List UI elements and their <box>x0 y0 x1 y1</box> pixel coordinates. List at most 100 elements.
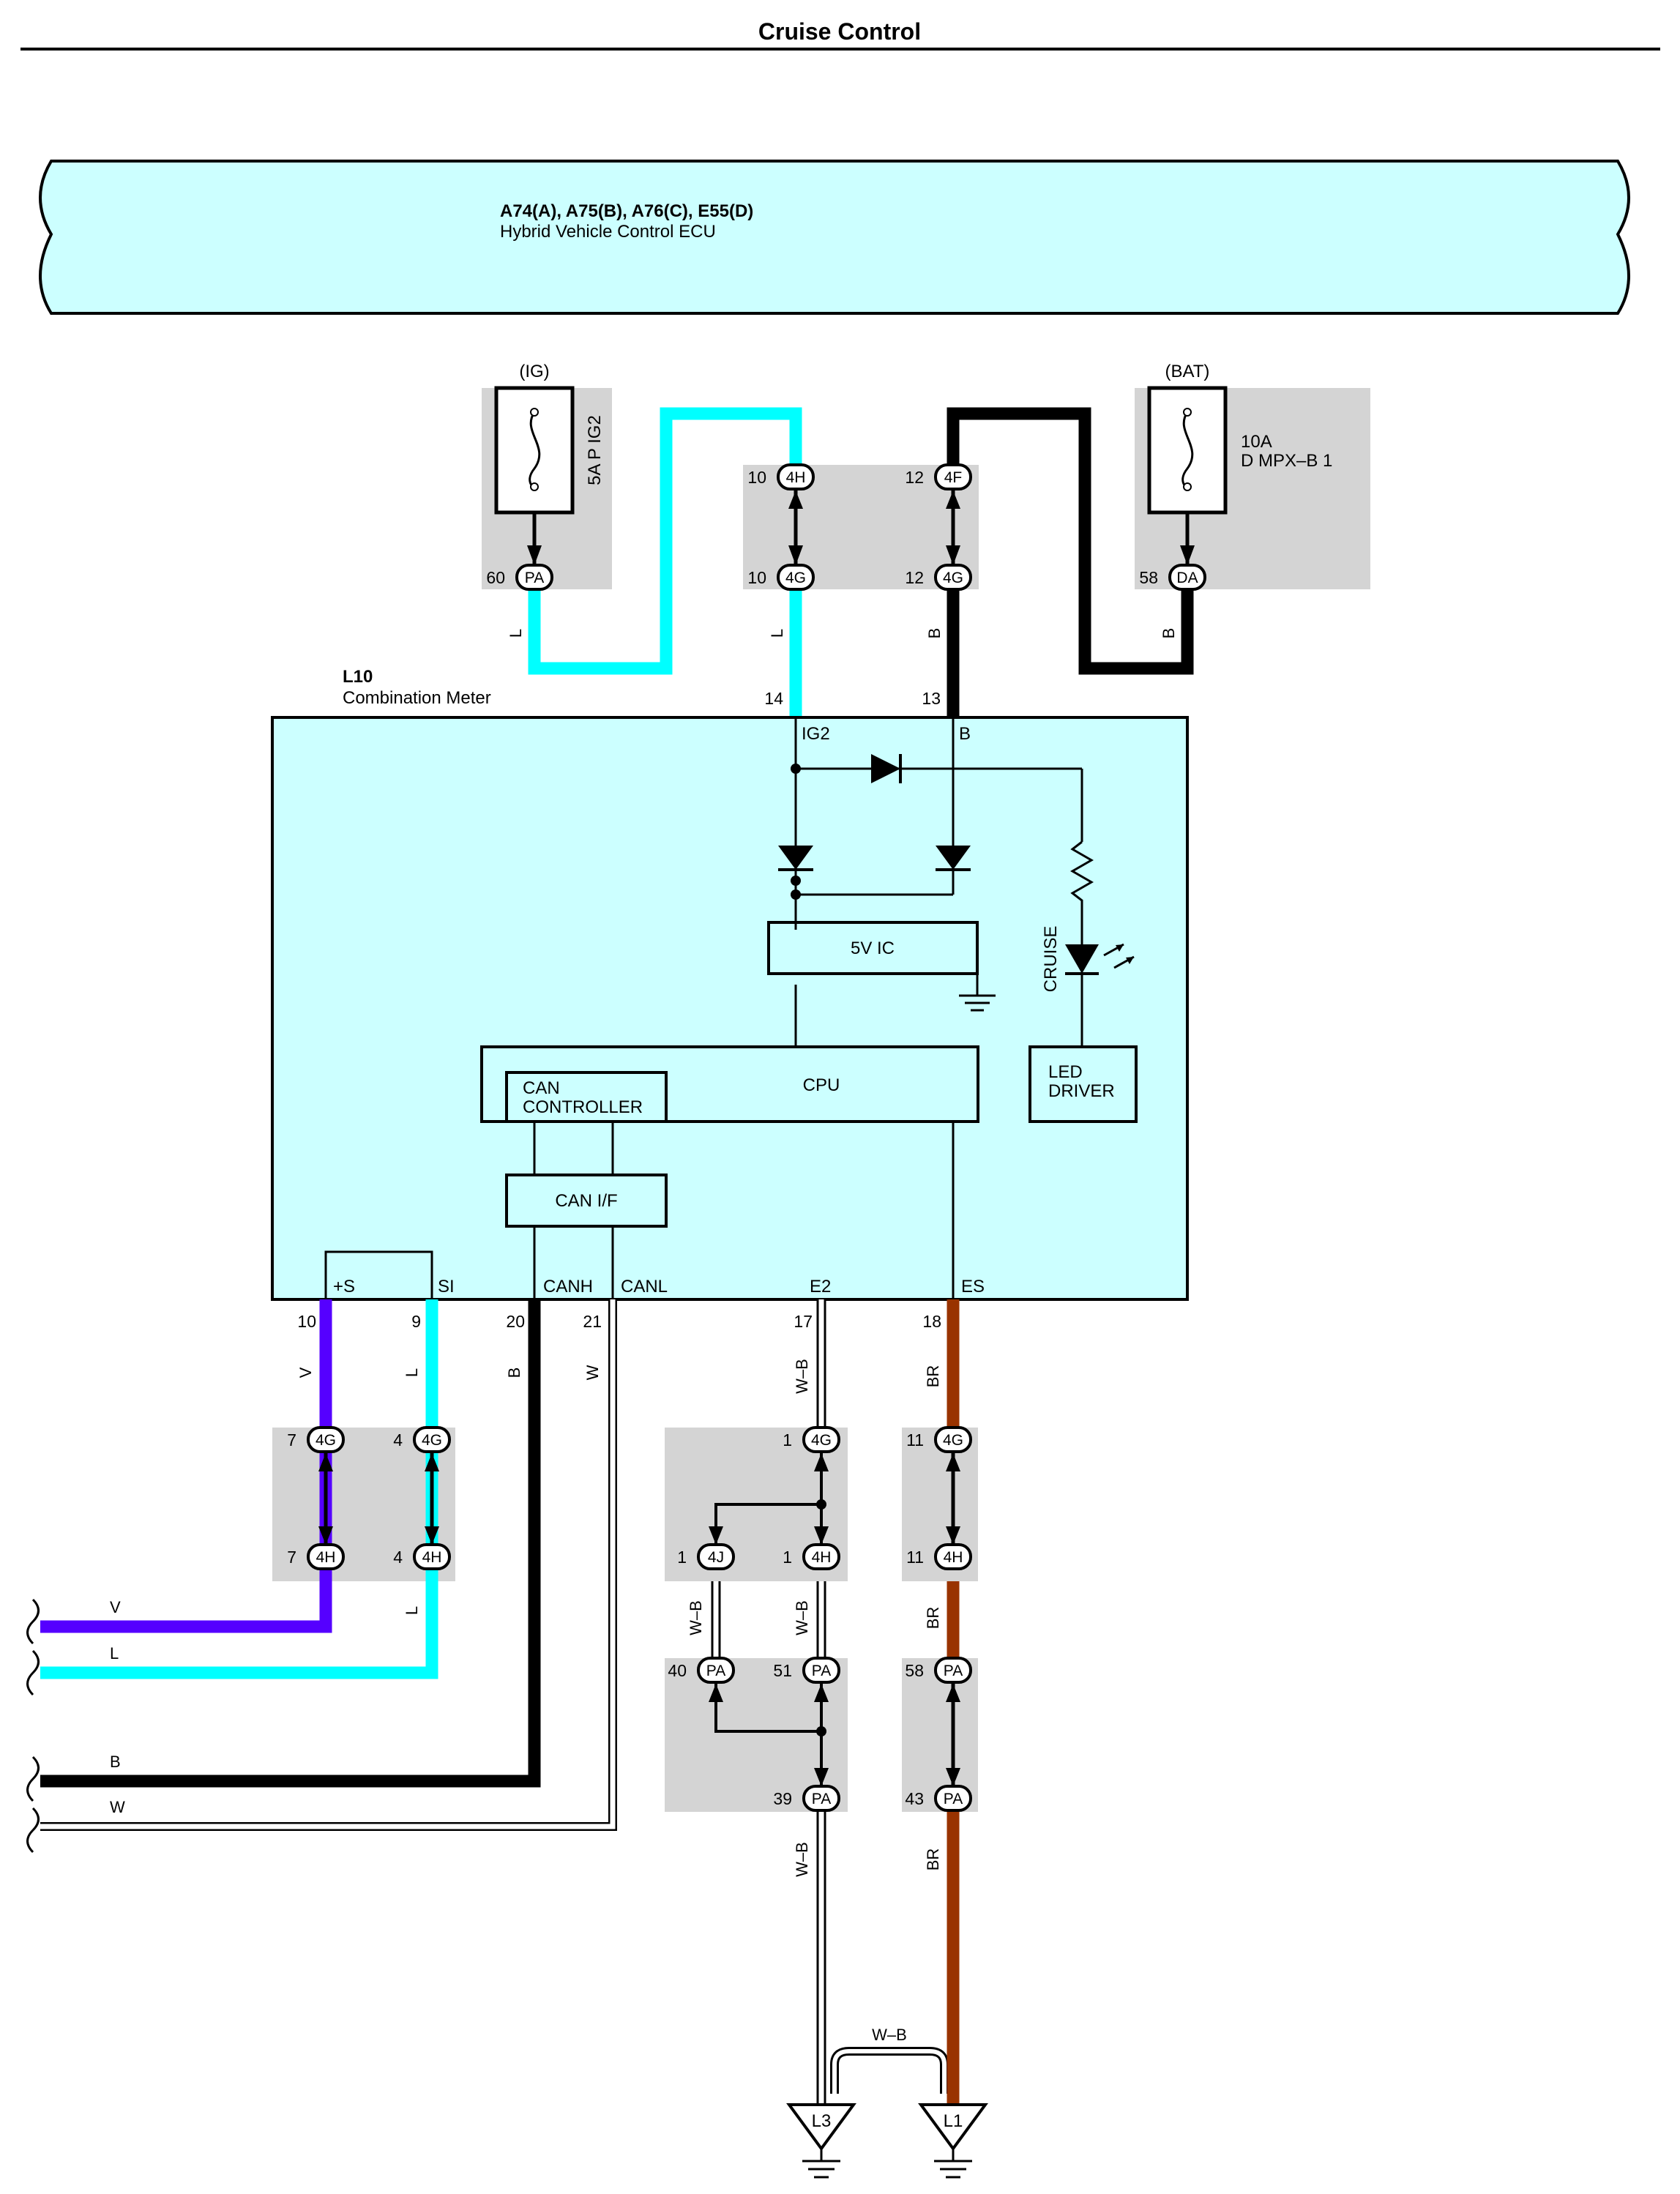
ig2-fuse <box>494 386 575 515</box>
svg-text:12: 12 <box>905 568 924 587</box>
ecu-code: A74(A), A75(B), A76(C), E55(D) <box>500 201 753 221</box>
mpx-b1-fuse-name: D MPX–B 1 <box>1241 451 1332 471</box>
led-driver-block <box>1028 1045 1138 1123</box>
cpu-block <box>480 1045 979 1123</box>
resistor-icon <box>1069 840 1094 944</box>
wire-v-plus-s <box>40 1299 332 1633</box>
fuse-terminal-icon <box>530 482 539 491</box>
can-controller-block <box>505 1071 668 1123</box>
svg-text:4G: 4G <box>422 1432 442 1449</box>
wire-color-label: BR <box>924 1365 942 1388</box>
hybrid-ecu-banner <box>39 160 1630 315</box>
svg-text:4G: 4G <box>943 570 963 586</box>
diode-icon <box>871 754 900 783</box>
pin-10: 10 <box>297 1312 316 1331</box>
wire-color-label: W <box>583 1365 602 1380</box>
junction-dot <box>791 876 801 886</box>
arrow-icon <box>1126 957 1134 964</box>
mpx-b1-fuse-rating: 10A <box>1241 432 1272 452</box>
ground-l1: L1 <box>918 2103 988 2179</box>
mpx-b1-fuse <box>1147 386 1228 515</box>
combination-meter <box>271 716 1189 1301</box>
bat-supply-label: (BAT) <box>1165 362 1210 381</box>
junction-dot <box>791 889 801 900</box>
svg-text:4G: 4G <box>811 1432 832 1449</box>
connector-pa-40: PA 40 <box>668 1657 735 1684</box>
svg-text:PA: PA <box>944 1791 963 1807</box>
terminal-e2: E2 <box>810 1277 831 1296</box>
ground-icon <box>959 994 996 1012</box>
diode-icon <box>778 846 813 870</box>
wire-l-si <box>40 1299 438 1679</box>
can-controller-label: CAN <box>523 1078 560 1098</box>
can-if-block <box>505 1174 668 1228</box>
svg-text:4H: 4H <box>422 1549 442 1566</box>
svg-text:10: 10 <box>747 468 766 487</box>
terminal-canh: CANH <box>543 1277 593 1296</box>
connector-4h-10: 4H 10 <box>747 463 815 490</box>
wire-break-icon <box>26 1598 40 1854</box>
terminal-si: SI <box>438 1277 455 1296</box>
ecu-name: Hybrid Vehicle Control ECU <box>500 222 716 242</box>
pin-21: 21 <box>583 1312 602 1331</box>
terminal-plus-s: +S <box>333 1277 355 1296</box>
wire-color-label: BR <box>924 1607 942 1630</box>
cpu-label: CPU <box>803 1075 840 1095</box>
connector-4g-11: 4G 11 <box>906 1426 972 1453</box>
svg-text:DA: DA <box>1176 570 1198 586</box>
svg-text:PA: PA <box>525 570 544 586</box>
pin-13: 13 <box>922 689 941 708</box>
connector-pa-51: PA 51 <box>773 1657 840 1684</box>
wire-color-label: W–B <box>793 1359 811 1394</box>
wire-b-bat-feed <box>947 407 1194 675</box>
svg-text:60: 60 <box>486 568 505 587</box>
wire-color-label: B <box>110 1753 121 1771</box>
connector-4g-7: 4G 7 <box>287 1426 345 1453</box>
svg-text:12: 12 <box>905 468 924 487</box>
wire-color-label: L <box>768 629 786 638</box>
arrow-icon <box>1116 944 1124 952</box>
svg-text:1: 1 <box>677 1548 687 1567</box>
es-pa-junction-area <box>902 1658 978 1812</box>
svg-text:4F: 4F <box>944 469 963 486</box>
connector-pa-39: PA 39 <box>773 1785 840 1812</box>
cruise-indicator-label: CRUISE <box>1041 926 1061 993</box>
led-icon <box>1065 944 1099 974</box>
svg-text:4H: 4H <box>316 1549 336 1566</box>
svg-text:PA: PA <box>812 1791 831 1807</box>
svg-text:7: 7 <box>287 1430 296 1449</box>
connector-4h-7: 4H 7 <box>287 1543 345 1570</box>
wire-color-label: W–B <box>793 1842 811 1877</box>
led-driver-label: LED <box>1048 1062 1083 1082</box>
fuse-terminal-icon <box>1183 482 1192 491</box>
svg-text:11: 11 <box>906 1548 924 1567</box>
wire-wb-jumper <box>830 2047 949 2094</box>
ground-l3: L3 <box>786 2103 856 2179</box>
wire-w-canl <box>40 1299 617 1831</box>
wire-color-label: L <box>403 1606 421 1615</box>
svg-text:4H: 4H <box>786 469 806 486</box>
can-controller-label: CONTROLLER <box>523 1097 643 1117</box>
wire-color-label: V <box>296 1367 315 1378</box>
terminal-ig2: IG2 <box>802 724 830 744</box>
pin-9: 9 <box>411 1312 421 1331</box>
wire-l-ig2-feed <box>528 407 802 675</box>
svg-text:4G: 4G <box>316 1432 336 1449</box>
terminal-b: B <box>959 724 971 744</box>
ig-supply-label: (IG) <box>519 362 549 381</box>
can-if-label: CAN I/F <box>555 1191 617 1211</box>
svg-text:L1: L1 <box>944 2111 963 2131</box>
ig2-fuse-name: 5A P IG2 <box>585 415 605 485</box>
svg-text:PA: PA <box>706 1663 725 1679</box>
svg-text:10: 10 <box>747 568 766 587</box>
connector-pa-58: PA 58 <box>905 1657 972 1684</box>
svg-text:4: 4 <box>393 1548 403 1567</box>
meter-code: L10 <box>343 667 373 687</box>
wire-color-label: L <box>403 1368 421 1377</box>
wire-b-canh <box>40 1299 541 1788</box>
wire-color-label: BR <box>924 1848 942 1871</box>
connector-4f-12: 4F 12 <box>905 463 972 490</box>
junction-dot <box>816 1726 826 1736</box>
led-driver-label: DRIVER <box>1048 1081 1115 1101</box>
